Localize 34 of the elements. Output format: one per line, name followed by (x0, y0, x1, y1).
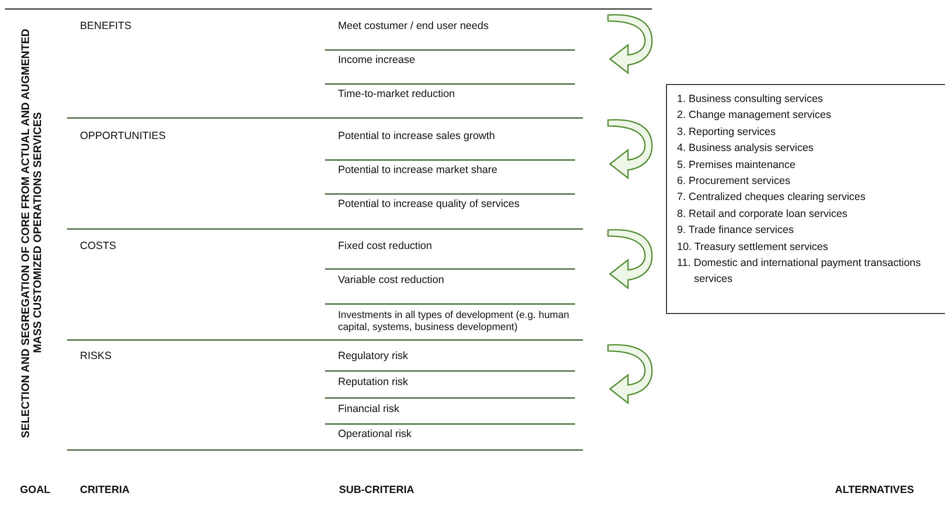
list-item: 8. Retail and corporate loan services (677, 206, 848, 222)
list-item: 11. Domestic and international payment transactions services (677, 256, 922, 288)
column-heading: GOAL (20, 484, 50, 496)
sub-criterion-label: Variable cost reduction (338, 274, 444, 287)
list-item: 3. Reporting services (677, 124, 777, 140)
goal-label: SELECTION AND SEGREGATION OF CORE FROM ACTUAL AND AUGMENTED MASS CUSTOMIZED OPERATIONS SERVICES (20, 27, 45, 440)
list-item: 1. Business consulting services (677, 92, 824, 107)
sub-criterion-label: Time-to-market reduction (338, 88, 455, 101)
list-item: 9. Trade finance services (677, 223, 795, 238)
sub-criterion-label: Operational risk (338, 428, 412, 441)
column-heading: ALTERNATIVES (835, 484, 914, 496)
criterion-label: COSTS (80, 240, 116, 253)
criterion-label: RISKS (80, 350, 112, 363)
sub-criterion-label: Potential to increase market share (338, 164, 498, 177)
column-heading: CRITERIA (80, 484, 130, 496)
list-item: 10. Treasury settlement services (677, 240, 830, 255)
sub-criterion-label: Investments in all types of development (e.g. human capital, systems, business development) (338, 310, 570, 334)
alternatives-box (666, 84, 945, 314)
sub-criterion-label: Financial risk (338, 403, 400, 416)
list-item: 2. Change management services (677, 108, 832, 124)
sub-criterion-label: Meet costumer / end user needs (338, 20, 489, 33)
list-item: 7. Centralized cheques clearing services (677, 190, 867, 206)
criterion-label: BENEFITS (80, 20, 132, 33)
sub-criterion-label: Regulatory risk (338, 350, 408, 363)
sub-criterion-label: Potential to increase sales growth (338, 130, 496, 143)
sub-criterion-label: Reputation risk (338, 376, 408, 389)
list-item: 6. Procurement services (677, 174, 792, 190)
sub-criterion-label: Potential to increase quality of services (338, 198, 520, 211)
criterion-label: OPPORTUNITIES (80, 130, 166, 143)
list-item: 4. Business analysis services (677, 141, 815, 156)
sub-criterion-label: Fixed cost reduction (338, 240, 432, 253)
sub-criterion-label: Income increase (338, 54, 416, 67)
column-heading: SUB-CRITERIA (339, 484, 414, 496)
list-item: 5. Premises maintenance (677, 158, 796, 173)
